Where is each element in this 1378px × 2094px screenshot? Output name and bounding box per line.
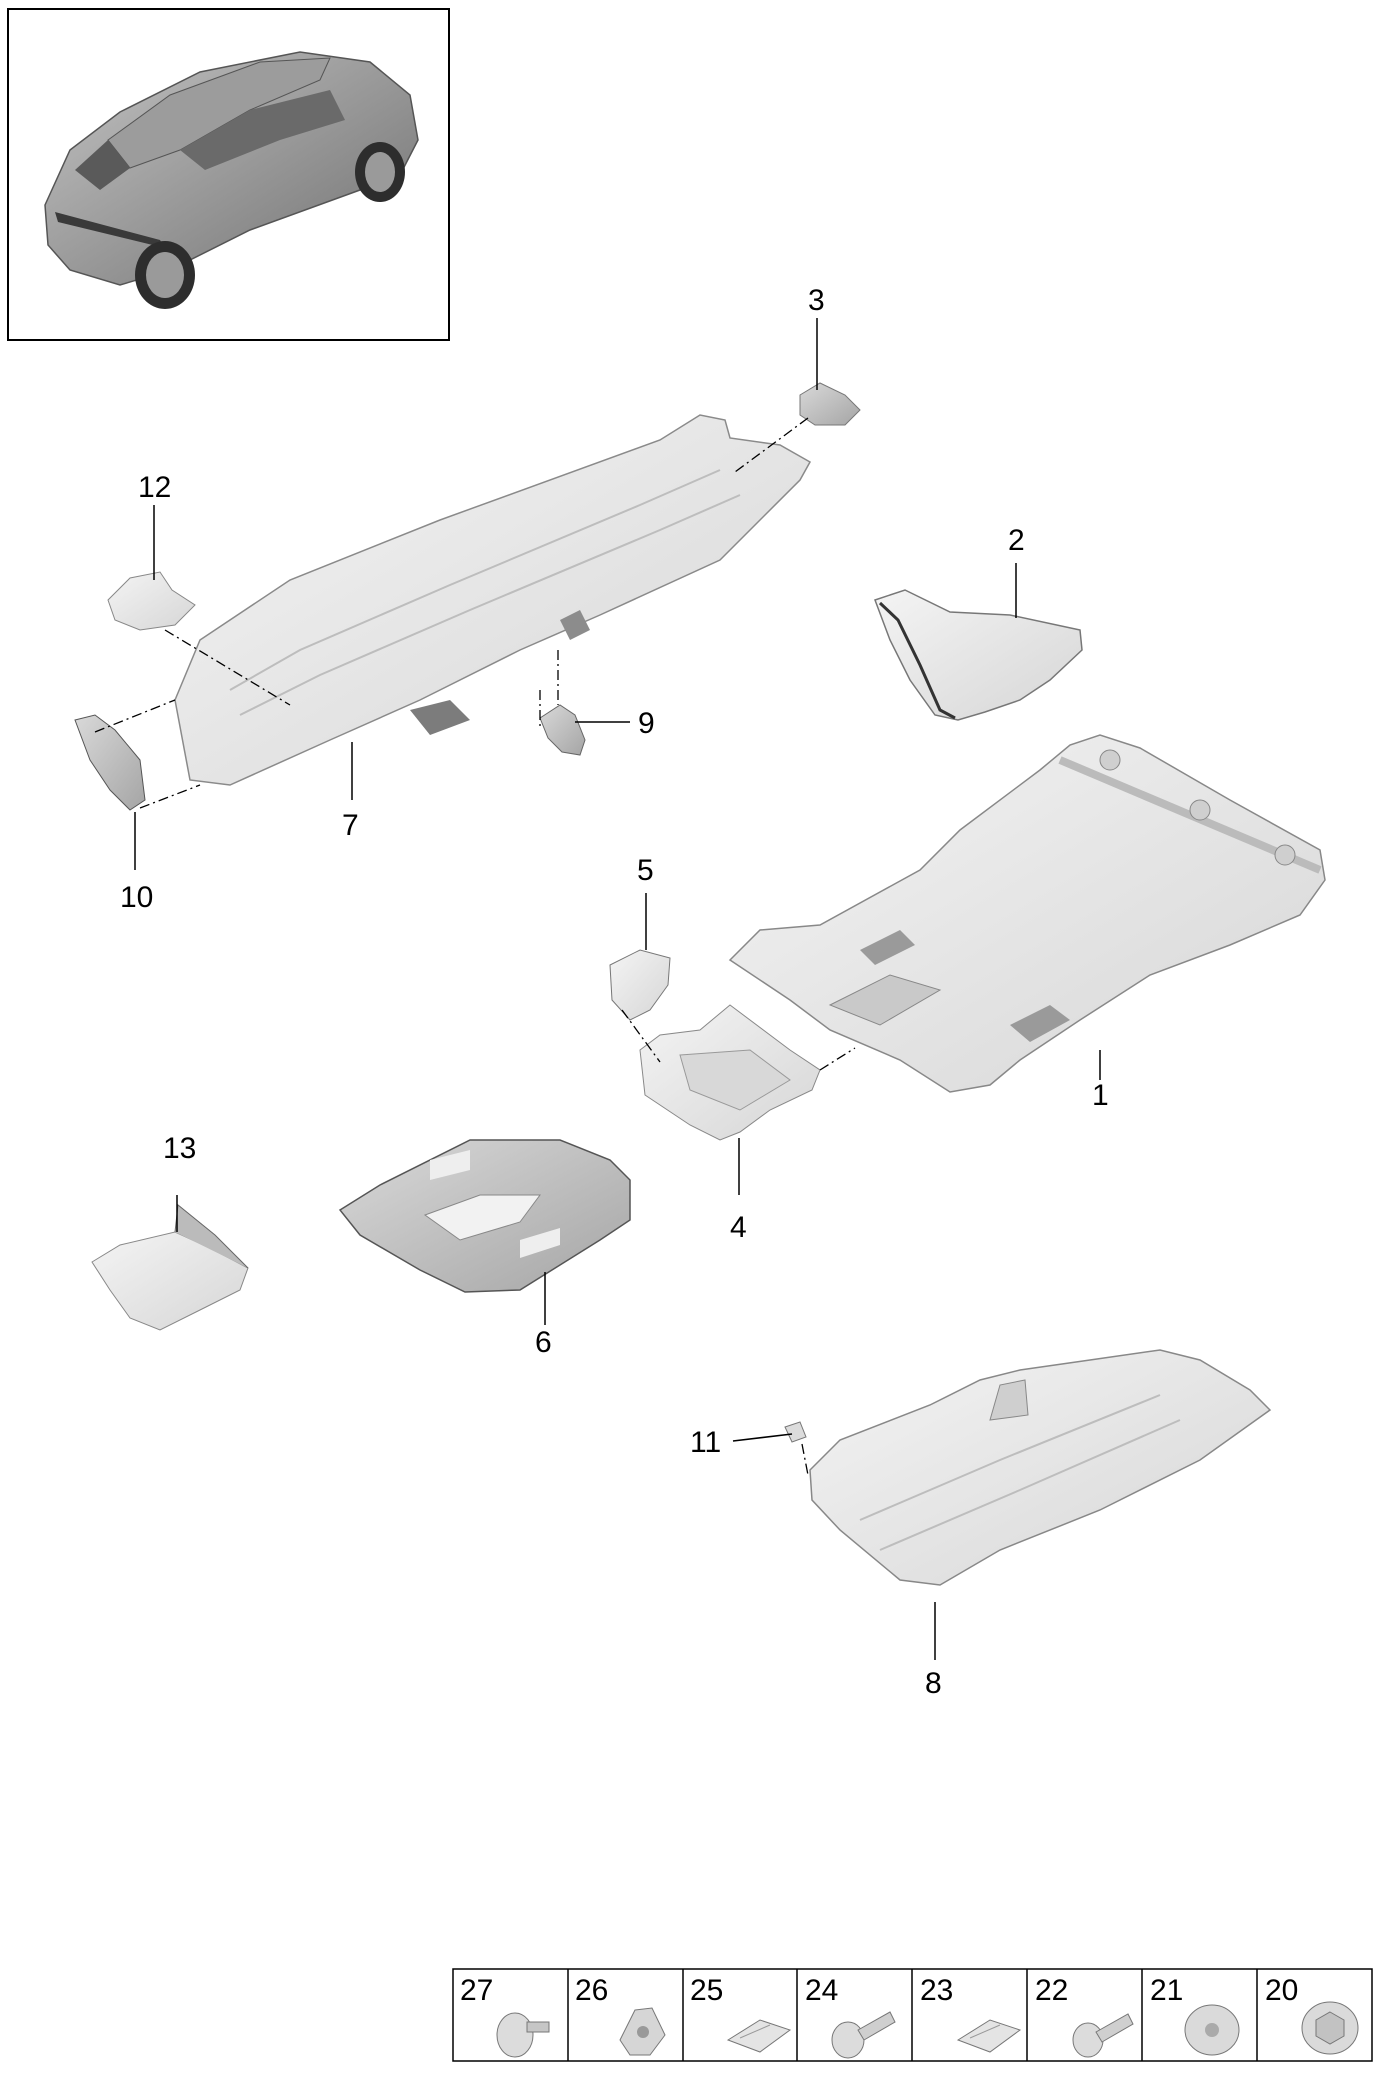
spring-clip-icon — [726, 2019, 792, 2053]
part-12-shield — [107, 571, 196, 631]
fastener-cell-22: 22 — [1035, 1974, 1134, 2058]
fastener-cell-26: 26 — [575, 1974, 666, 2056]
part-5-bracket — [609, 949, 671, 1021]
part-3-bracket — [799, 382, 861, 426]
callout-8: 8 — [925, 1667, 942, 1700]
fastener-cell-21: 21 — [1150, 1974, 1240, 2056]
part-7-underbody-panel-left — [174, 414, 812, 786]
car-rear-three-quarter-icon — [44, 51, 419, 309]
fastener-cell-20: 20 — [1265, 1974, 1359, 2055]
part-10-flap — [74, 714, 146, 811]
push-rivet-icon — [831, 2011, 896, 2059]
callout-11: 11 — [690, 1426, 721, 1459]
part-4-shield — [639, 1004, 821, 1141]
callout-6: 6 — [535, 1326, 552, 1359]
fastener-cell-23: 23 — [920, 1974, 1022, 2053]
flange-nut-icon — [1301, 2001, 1359, 2055]
fastener-cell-24: 24 — [805, 1974, 896, 2059]
part-1-floor-panel — [728, 734, 1326, 1093]
callout-12: 12 — [138, 471, 171, 504]
assembly-lines — [94, 417, 856, 1476]
leader-lines — [134, 318, 1101, 1660]
part-2-wheel-arch-liner — [874, 589, 1083, 721]
callout-3: 3 — [808, 284, 825, 317]
part-11-clip — [784, 1421, 807, 1443]
fastener-cell-27: 27 — [460, 1974, 550, 2058]
callout-13: 13 — [163, 1132, 196, 1165]
callout-10: 10 — [120, 881, 153, 914]
hex-bolt-icon — [1072, 2013, 1134, 2058]
part-9-bracket — [539, 704, 586, 756]
fastener-number: 20 — [1265, 1974, 1298, 2007]
callout-1: 1 — [1092, 1079, 1109, 1112]
callout-7: 7 — [342, 809, 359, 842]
spring-clip-icon — [956, 2019, 1022, 2053]
fastener-number: 22 — [1035, 1974, 1068, 2007]
callout-2: 2 — [1008, 524, 1025, 557]
fastener-number: 21 — [1150, 1974, 1183, 2007]
fastener-number: 25 — [690, 1974, 723, 2007]
callout-5: 5 — [637, 854, 654, 887]
part-13-bracket — [91, 1204, 249, 1331]
fastener-number: 23 — [920, 1974, 953, 2007]
flange-bolt-icon — [496, 2012, 550, 2058]
part-6-underbody-guard — [338, 1139, 631, 1293]
fastener-number: 26 — [575, 1974, 608, 2007]
callout-9: 9 — [638, 707, 655, 740]
fastener-number: 27 — [460, 1974, 493, 2007]
washer-nut-icon — [1184, 2004, 1240, 2056]
fastener-cell-25: 25 — [690, 1974, 792, 2053]
callout-4: 4 — [730, 1211, 747, 1244]
callout-numbers: 1 2 3 4 5 6 7 8 9 10 11 12 13 — [120, 284, 1109, 1700]
part-8-underbody-panel-right — [809, 1349, 1272, 1586]
vehicle-thumbnail — [7, 8, 450, 341]
fastener-legend: 27 26 25 24 — [452, 1968, 1373, 2062]
clip-nut-icon — [619, 2007, 666, 2056]
fastener-number: 24 — [805, 1974, 838, 2007]
